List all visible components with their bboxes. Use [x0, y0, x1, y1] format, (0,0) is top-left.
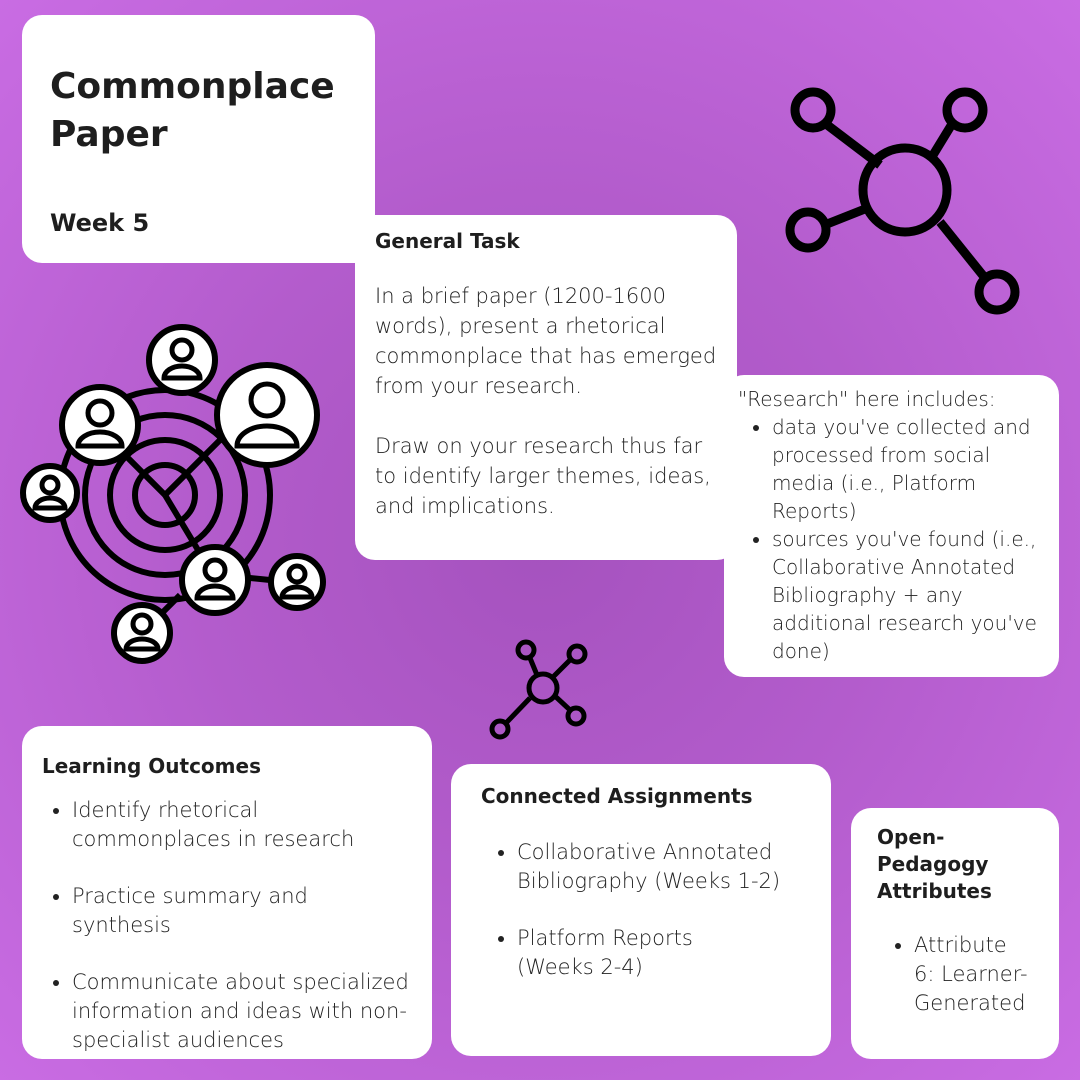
- connected-item: Platform Reports (Weeks 2-4): [517, 924, 801, 982]
- outcome-item: Communicate about specialized informatio…: [72, 968, 412, 1055]
- week-label: Week 5: [50, 209, 150, 237]
- general-task-p2: Draw on your research thus far to identi…: [375, 434, 711, 518]
- outcome-item: Practice summary and synthesis: [72, 882, 412, 940]
- attribute-item: Attribute 6: Learner-Generated: [914, 931, 1033, 1018]
- connected-assignments-card: Connected Assignments Collaborative Anno…: [451, 764, 831, 1056]
- learning-outcomes-heading: Learning Outcomes: [42, 754, 261, 778]
- connected-item: Collaborative Annotated Bibliography (We…: [517, 838, 801, 896]
- research-item: sources you've found (i.e., Collaborativ…: [772, 525, 1047, 665]
- title-line2: Paper: [50, 114, 168, 155]
- learning-outcomes-card: Learning Outcomes Identify rhetorical co…: [22, 726, 432, 1059]
- open-pedagogy-card: Open-Pedagogy Attributes Attribute 6: Le…: [851, 808, 1059, 1059]
- title-line1: Commonplace: [50, 66, 335, 107]
- connected-heading: Connected Assignments: [481, 784, 753, 808]
- outcome-item: Identify rhetorical commonplaces in rese…: [72, 796, 412, 854]
- research-intro: "Research" here includes:: [738, 387, 996, 411]
- general-task-p1: In a brief paper (1200-1600 words), pres…: [375, 284, 717, 398]
- research-card: "Research" here includes: data you've co…: [724, 375, 1059, 677]
- research-item: data you've collected and processed from…: [772, 413, 1047, 525]
- general-task-card: General Task In a brief paper (1200-1600…: [355, 215, 737, 560]
- open-pedagogy-heading: Open-Pedagogy Attributes: [877, 825, 992, 903]
- general-task-heading: General Task: [375, 229, 520, 253]
- small-network-icon: [489, 639, 588, 740]
- network-icon: [785, 87, 1020, 315]
- people-network-icon: [20, 324, 326, 664]
